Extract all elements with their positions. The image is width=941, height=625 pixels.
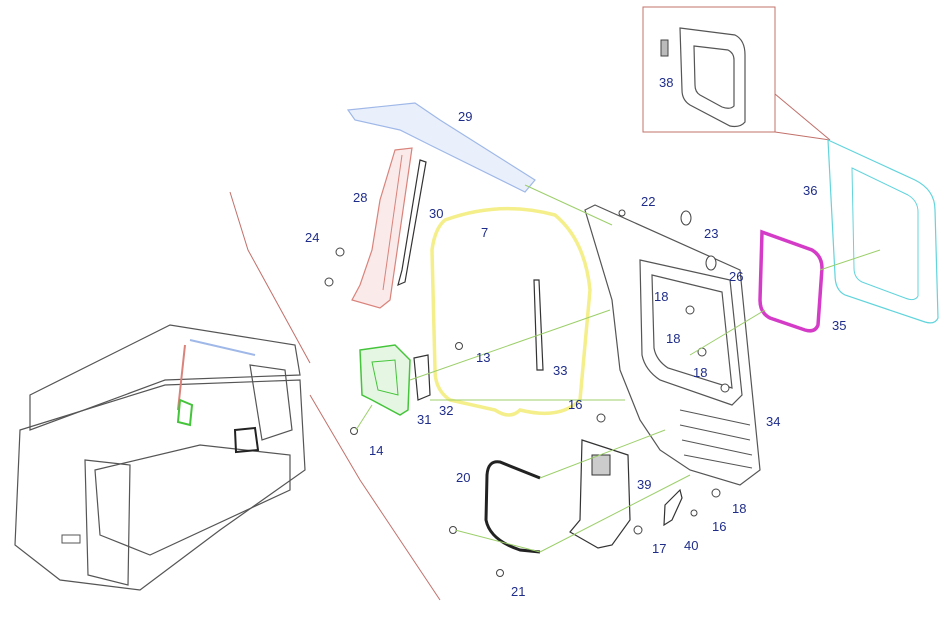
fastener-22 <box>618 209 626 217</box>
callout-38: 38 <box>659 75 673 90</box>
part-31-bracket <box>359 344 411 416</box>
part-35-window-seal <box>758 229 824 333</box>
callout-23: 23 <box>704 226 718 241</box>
ref-line-handle-panel <box>539 429 666 479</box>
inset-clip-38 <box>660 39 669 57</box>
part-30-strip <box>397 159 427 287</box>
part-31-bracket-detail <box>371 359 399 396</box>
grommet-23 <box>680 210 692 226</box>
ref-line-bracket-panel <box>409 309 611 381</box>
part-40-clip <box>663 488 683 527</box>
inset-window-glass <box>679 27 746 128</box>
part-28-inner-edge <box>382 154 403 291</box>
callouts: 7 13 14 16 16 17 18 18 18 18 20 21 22 23… <box>305 75 846 599</box>
fastener-17 <box>633 525 643 535</box>
callout-34: 34 <box>766 414 780 429</box>
fastener-18d <box>711 488 721 498</box>
callout-13: 13 <box>476 350 490 365</box>
fastener-16b <box>690 509 698 517</box>
ref-line-rail-panel <box>524 184 613 226</box>
cab-door <box>84 459 131 586</box>
callout-30: 30 <box>429 206 443 221</box>
overview-zoom-line-lower <box>309 394 441 601</box>
callout-32: 32 <box>439 403 453 418</box>
ref-line-seal-panel <box>689 309 766 356</box>
callout-17: 17 <box>652 541 666 556</box>
part-36-window-glass <box>827 139 939 324</box>
part-28-pillar-trim <box>351 147 413 309</box>
callout-28: 28 <box>353 190 367 205</box>
part-34-side-panel <box>584 204 761 486</box>
fastener-18a <box>685 305 695 315</box>
callout-39: 39 <box>637 477 651 492</box>
callout-33: 33 <box>553 363 567 378</box>
inset-leader-a <box>774 93 831 141</box>
cab-highlight-bracket <box>176 398 194 427</box>
callout-16b: 16 <box>712 519 726 534</box>
fastener-14 <box>350 427 358 435</box>
ref-line-fastener14 <box>355 404 373 431</box>
cab-body <box>14 379 306 591</box>
ref-line-screw-handle <box>454 529 541 553</box>
callout-20: 20 <box>456 470 470 485</box>
part-39-cutout <box>591 454 611 476</box>
callout-36: 36 <box>803 183 817 198</box>
cab-side-window <box>249 364 293 441</box>
cab-overview <box>14 324 306 591</box>
grommet-26 <box>705 255 717 271</box>
panel-34-window-inner <box>651 274 733 389</box>
fastener-16a <box>596 413 606 423</box>
leader-lines <box>355 184 881 553</box>
cab-door-handle <box>61 534 81 544</box>
panel-34-rib-3 <box>681 439 753 456</box>
fastener-24b <box>324 277 334 287</box>
cab-roof <box>29 324 301 431</box>
callout-18a: 18 <box>654 289 668 304</box>
overview-zoom-line-upper <box>229 191 311 364</box>
fastener-21 <box>496 569 504 577</box>
callout-18b: 18 <box>666 331 680 346</box>
callout-7: 7 <box>481 225 488 240</box>
part-29-roof-rail <box>346 102 536 193</box>
part-33-vertical-strip <box>533 279 544 371</box>
callout-26: 26 <box>729 269 743 284</box>
ref-line-panel-glass <box>819 249 881 271</box>
fastener-24a <box>335 247 345 257</box>
panel-34-window-opening <box>639 259 743 406</box>
callout-18c: 18 <box>693 365 707 380</box>
panel-34-rib-1 <box>679 409 751 426</box>
callout-21: 21 <box>511 584 525 599</box>
inset-leader-b <box>774 131 831 141</box>
part-39-bracket-plate <box>569 439 631 549</box>
cab-highlight-rail <box>189 339 256 356</box>
panel-34-outline <box>584 204 761 486</box>
callout-31: 31 <box>417 412 431 427</box>
panel-34-rib-2 <box>679 424 751 441</box>
inset-frame <box>642 6 776 133</box>
inset-detail <box>642 6 776 133</box>
fasteners <box>324 209 730 577</box>
callout-18d: 18 <box>732 501 746 516</box>
cab-highlight-seal <box>233 426 260 454</box>
part-7-window-seal <box>430 206 592 417</box>
callout-22: 22 <box>641 194 655 209</box>
inset-window-opening <box>693 45 735 109</box>
callout-40: 40 <box>684 538 698 553</box>
ref-line-lower-panel <box>539 474 691 553</box>
fastener-18c <box>720 383 730 393</box>
callout-29: 29 <box>458 109 472 124</box>
callout-16a: 16 <box>568 397 582 412</box>
callout-24: 24 <box>305 230 319 245</box>
part-36-glass-inner <box>851 167 919 301</box>
callout-14: 14 <box>369 443 383 458</box>
callout-35: 35 <box>832 318 846 333</box>
part-32-plate <box>413 354 431 401</box>
part-20-handle-bar <box>484 460 541 554</box>
fastener-13 <box>455 342 463 350</box>
panel-34-rib-4 <box>683 454 753 469</box>
cab-floor <box>94 444 291 556</box>
